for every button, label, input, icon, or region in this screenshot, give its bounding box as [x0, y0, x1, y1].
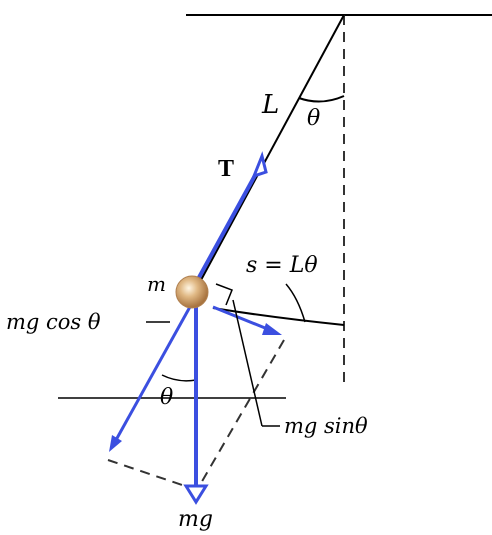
weight-label: mg — [178, 507, 213, 532]
right-angle-marker — [215, 283, 233, 306]
component-dashed-top — [196, 339, 285, 491]
length-label: L — [261, 90, 279, 120]
arc-length-curve — [212, 307, 345, 326]
tangential-component-label: mg sinθ — [284, 414, 368, 438]
tangential-arrowhead — [262, 323, 282, 335]
radial-arrowhead — [109, 435, 122, 452]
angle-arc-top — [298, 95, 345, 103]
tangential-arrow-shaft — [212, 305, 271, 332]
mass-label: m — [147, 272, 166, 296]
pendulum-string — [193, 14, 345, 294]
angle-arc-bottom — [161, 374, 197, 382]
arc-length-label: s = Lθ — [246, 253, 318, 278]
tension-arrowhead — [251, 151, 268, 179]
tangential-label-leader — [232, 299, 263, 427]
radial-arrow-shaft — [114, 304, 193, 441]
radial-component-label: mg cos θ — [6, 310, 101, 334]
pendulum-bob — [175, 275, 209, 309]
angle-top-label: θ — [307, 106, 320, 131]
component-dashed-bottom — [107, 459, 198, 491]
tension-label: T — [218, 156, 234, 182]
weight-arrowhead — [183, 484, 209, 505]
angle-bottom-label: θ — [160, 385, 173, 410]
tension-arrow-shaft — [195, 169, 260, 282]
arc-length-leader — [285, 283, 306, 323]
